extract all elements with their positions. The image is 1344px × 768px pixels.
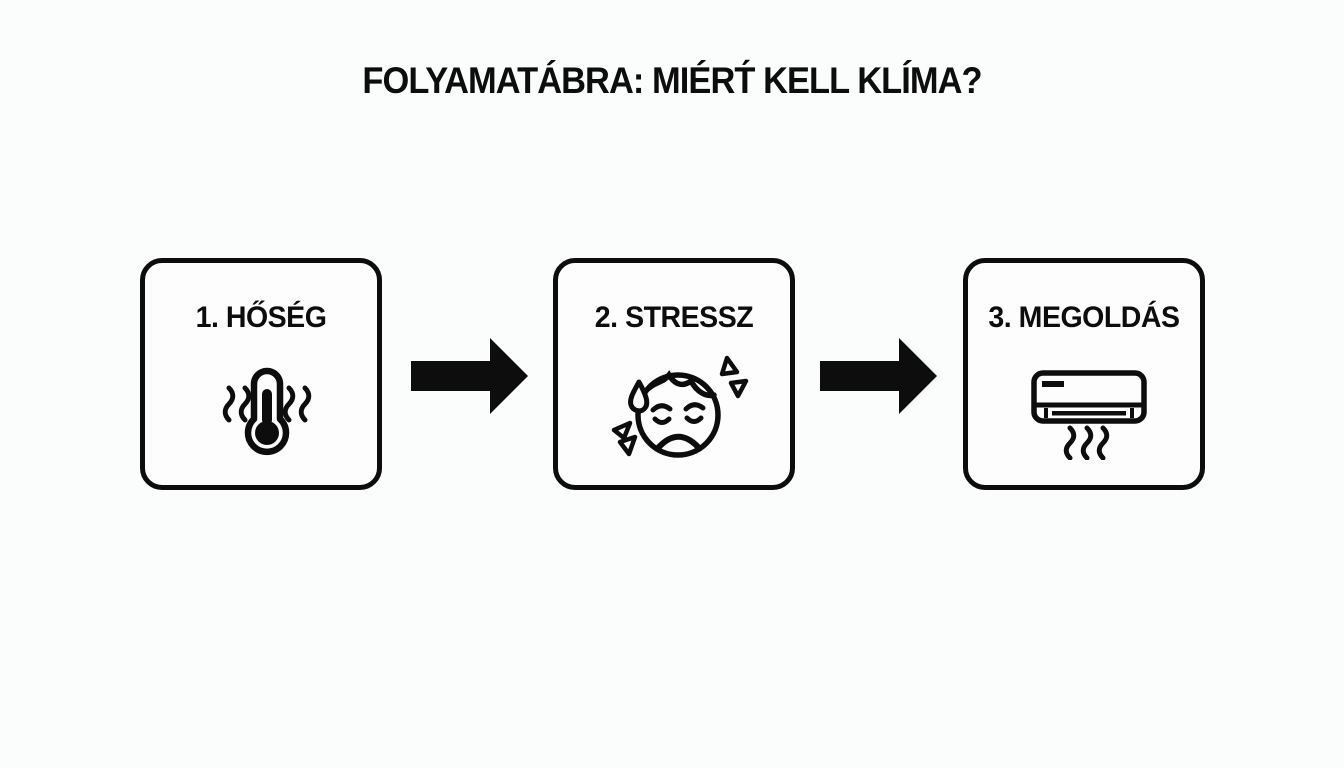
page-title: FOLYAMATÁBRA: MIÉRT́ KELL KLÍMA? [362, 60, 982, 101]
step-label-stress: 2. STRESSZ [594, 301, 754, 334]
step-label-solution: 3. MEGOLDÁS [988, 301, 1180, 334]
air-conditioner-icon [1031, 370, 1147, 460]
step-label-heat: 1. HŐSÉG [195, 301, 327, 334]
step-box-solution: 3. MEGOLDÁS [963, 258, 1205, 490]
thermometer-heat-icon [215, 361, 319, 457]
arrow-right-icon [411, 338, 528, 414]
arrow-right-icon [820, 338, 937, 414]
stressed-face-icon [610, 350, 750, 480]
step-box-stress: 2. STRESSZ [553, 258, 795, 490]
step-box-heat: 1. HŐSÉG [140, 258, 382, 490]
